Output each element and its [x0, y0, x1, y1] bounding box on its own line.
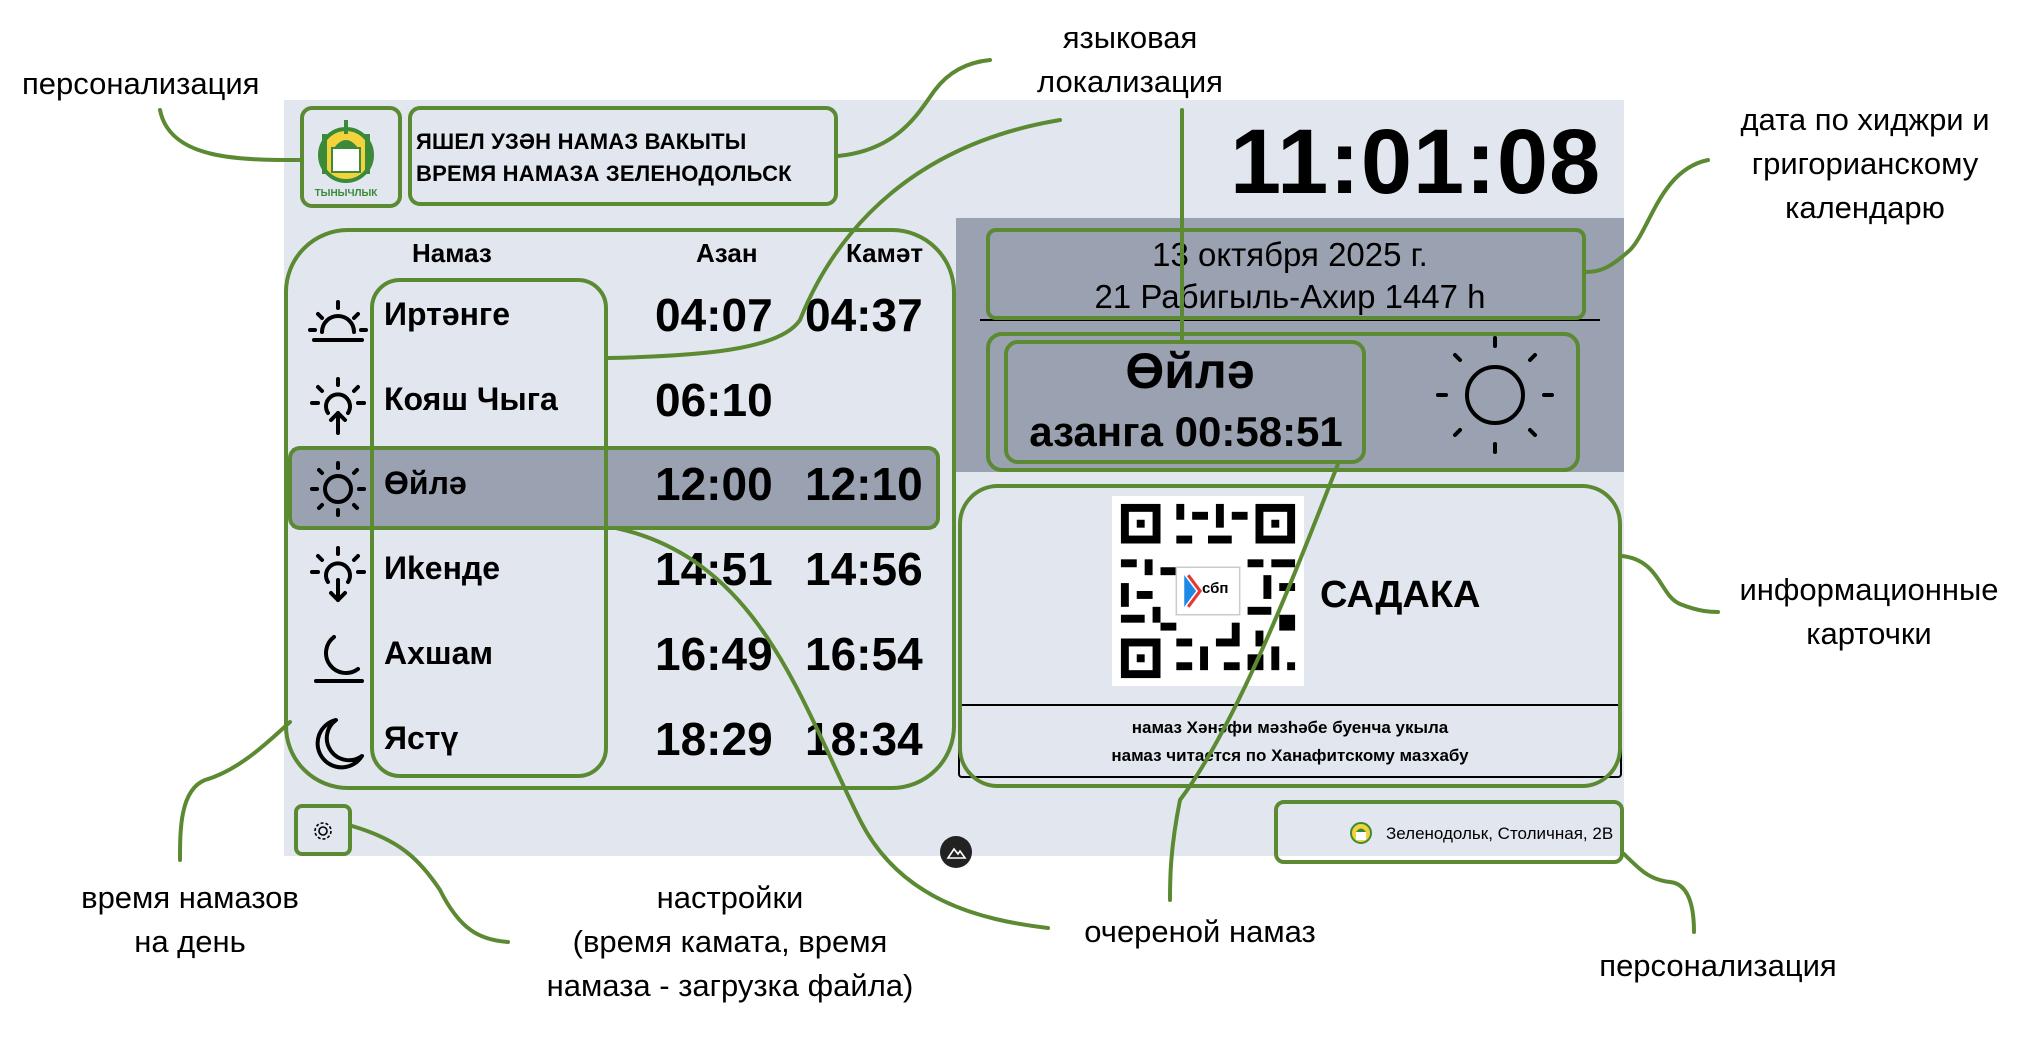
connector-settings: [350, 824, 510, 944]
logo-outline: [300, 106, 402, 208]
settings-button[interactable]: [310, 818, 336, 844]
table-row: Өйлә 12:00 12:10: [300, 447, 940, 531]
row-azan: 12:00: [655, 458, 773, 510]
sadaka-qr-code[interactable]: сбп: [1112, 496, 1304, 686]
connector-personalization-bottom: [1622, 852, 1696, 934]
annotation-localization-line1: языковая: [1062, 20, 1198, 55]
dates-panel: [956, 218, 1624, 472]
header-title-line1: ЯШЕЛ УЗӘН НАМАЗ ВАКЫТЫ: [416, 129, 747, 154]
dates-outline: [986, 228, 1586, 320]
next-prayer-outline: [986, 332, 1580, 472]
row-name: Өйлә: [384, 465, 467, 501]
annotation-day-times-line1: время намазов: [81, 880, 299, 915]
annotation-dates: дата по хиджри и григорианскому календар…: [1700, 98, 2030, 230]
table-row: Иртәнге 04:07 04:37: [300, 278, 940, 362]
connector-localization: [606, 118, 1062, 360]
row-name: Иртәнге: [384, 296, 511, 332]
gear-icon: [314, 822, 332, 840]
table-row: Кояш Чыга 06:10: [300, 363, 940, 447]
date-divider: [980, 319, 1600, 321]
connector-next-prayer: [1168, 462, 1340, 902]
row-kamat: 16:54: [805, 628, 923, 680]
annotation-settings: настройки (время камата, время намаза - …: [510, 876, 950, 1008]
table-row: Ахшам 16:49 16:54: [300, 617, 940, 701]
mountain-icon: [946, 847, 967, 859]
active-row-highlight: [292, 448, 936, 528]
table-row: Ястү 18:29 18:34: [300, 702, 940, 786]
mosque-logo-icon: [318, 120, 374, 183]
col-namaz: Намаз: [412, 238, 492, 268]
center-round-button[interactable]: [940, 836, 972, 868]
row-azan: 18:29: [655, 713, 773, 765]
next-prayer-name: Өйлә: [1125, 343, 1255, 399]
row-kamat: 12:10: [805, 458, 923, 510]
qr-code-icon: [1113, 496, 1303, 686]
annotation-localization: языковая локализация: [1000, 16, 1260, 104]
note-line2: намаз читается по Ханафитскому мазхабу: [1111, 746, 1469, 765]
row-kamat: 04:37: [805, 289, 923, 341]
connector-active-row: [614, 526, 1050, 930]
sun-icon: [1436, 336, 1554, 454]
logo-caption: ТЫНЫЧЛЫК: [314, 188, 378, 199]
annotation-settings-line3: намаза - загрузка файла): [546, 968, 914, 1003]
annotation-day-times-line2: на день: [134, 924, 246, 959]
footer-outline: [1274, 800, 1624, 864]
row-kamat: 14:56: [805, 543, 923, 595]
annotation-personalization-bottom: персонализация: [1599, 948, 1837, 983]
sun-icon: [310, 461, 366, 517]
row-name: Иkенде: [384, 550, 501, 586]
next-prayer-countdown: азанга 00:58:51: [1029, 408, 1343, 455]
hijri-date: 21 Рабигыль-Ахир 1447 h: [1094, 278, 1486, 315]
footer-address: Зеленодольк, Столичная, 2В: [1386, 824, 1614, 843]
annotation-settings-line2: (время камата, время: [572, 924, 888, 959]
annotation-dates-line1: дата по хиджри и: [1740, 102, 1990, 137]
connector-title: [836, 58, 992, 158]
cards-outline: [958, 484, 1622, 788]
connector-day-times: [178, 720, 292, 862]
qr-badge-label: сбп: [1202, 580, 1229, 597]
next-prayer-inner-outline: [1004, 340, 1366, 464]
clock: 11:01:08: [1230, 111, 1602, 213]
note-line1: намаз Хәнәфи мәзһәбе буенча укыла: [1131, 718, 1449, 737]
row-name: Кояш Чыга: [384, 381, 558, 417]
connector-personalization-top: [158, 108, 302, 162]
annotation-day-times: время намазов на день: [50, 876, 330, 964]
table-outline: [284, 228, 956, 790]
annotation-dates-line2: григорианскому: [1751, 146, 1979, 181]
row-azan: 16:49: [655, 628, 773, 680]
connector-cards: [1620, 554, 1720, 614]
mosque-small-icon: [1350, 822, 1372, 844]
annotation-cards: информационные карточки: [1704, 568, 2034, 656]
row-azan: 06:10: [655, 374, 773, 426]
col-azan: Азан: [696, 238, 758, 268]
sun-down-icon: [310, 546, 366, 602]
settings-outline: [294, 804, 352, 856]
annotation-dates-line3: календарю: [1785, 190, 1945, 225]
gregorian-date: 13 октября 2025 г.: [1152, 236, 1428, 273]
annotation-settings-line1: настройки: [656, 880, 804, 915]
row-name: Ахшам: [384, 635, 494, 671]
annotation-cards-line2: карточки: [1806, 616, 1932, 651]
annotation-personalization-top: персонализация: [22, 66, 260, 101]
annotation-next-prayer: очереной намаз: [1084, 914, 1316, 949]
mosque-logo: ТЫНЫЧЛЫК: [306, 110, 386, 202]
row-azan: 04:07: [655, 289, 773, 341]
sun-up-icon: [310, 377, 366, 435]
header-title: ЯШЕЛ УЗӘН НАМАЗ ВАКЫТЫ ВРЕМЯ НАМАЗА ЗЕЛЕ…: [416, 126, 792, 190]
annotation-localization-line2: локализация: [1037, 64, 1223, 99]
footer-logo: [1346, 818, 1376, 848]
connector-dates: [1584, 158, 1710, 274]
annotation-cards-line1: информационные: [1739, 572, 1999, 607]
moon-horizon-icon: [314, 635, 364, 683]
sunrise-horizon-icon: [308, 300, 368, 342]
sadaka-title: САДАКА: [1320, 574, 1481, 616]
header-title-line2: ВРЕМЯ НАМАЗА ЗЕЛЕНОДОЛЬСК: [416, 161, 792, 186]
